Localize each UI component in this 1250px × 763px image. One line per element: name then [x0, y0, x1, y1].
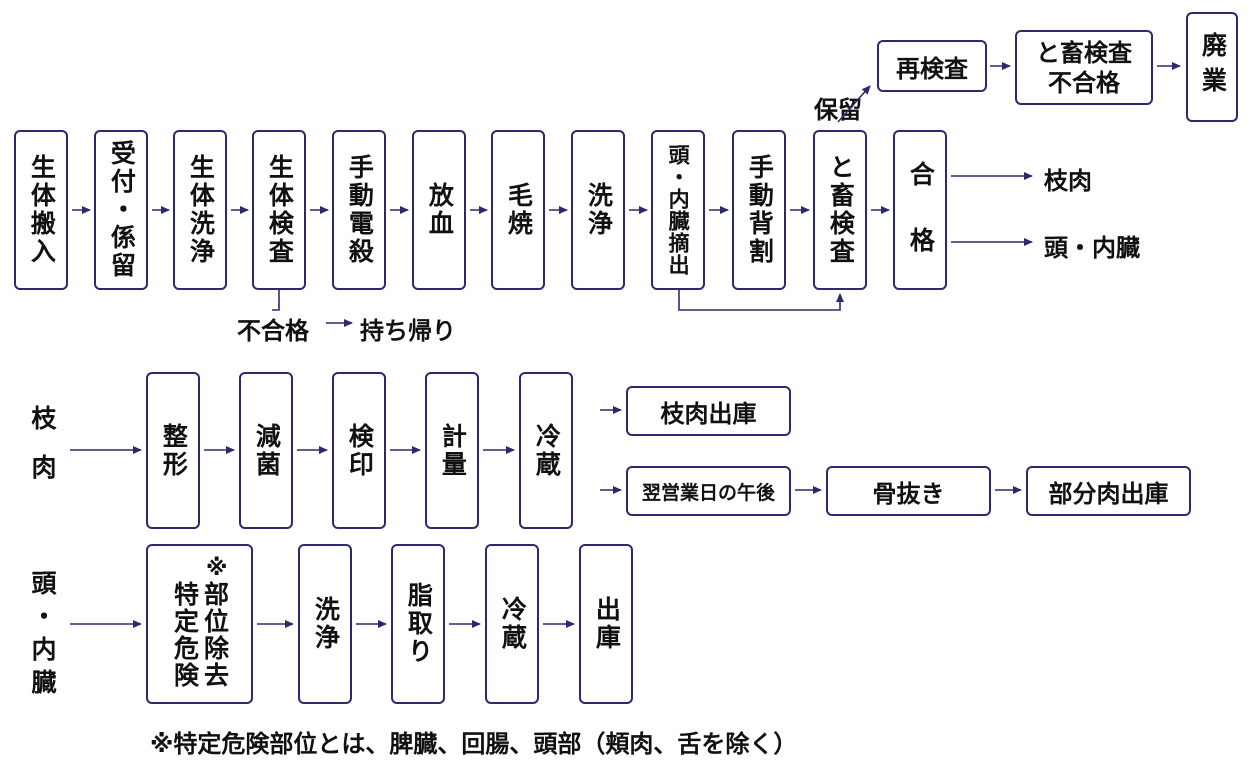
step-label: 計量 [438, 422, 468, 479]
step-label: と畜検査 [826, 154, 856, 266]
step-trimming: 整形 [146, 372, 200, 529]
step-label: 生体検査 [265, 154, 295, 266]
carcass-ship-box: 枝肉出庫 [626, 386, 791, 436]
step-label: 脂取り [404, 582, 434, 666]
disposal-label: 廃業 [1198, 32, 1228, 102]
step-label: 検印 [345, 422, 375, 479]
inspection-fail-label: と畜検査 不合格 [1036, 38, 1132, 97]
step-live-inspection: 生体検査 [252, 130, 306, 290]
step-label: 冷蔵 [532, 422, 562, 479]
arrow [272, 290, 280, 311]
step-refrigeration: 冷蔵 [519, 372, 573, 529]
arrow [678, 290, 844, 311]
srm-removal-box: ※ 部位除去 特定危険 [146, 544, 253, 704]
step-sterilization: 減菌 [239, 372, 293, 529]
take-home-label: 持ち帰り [360, 317, 456, 345]
parts-ship-label: 部分肉出庫 [1048, 479, 1169, 508]
output-carcass-label: 枝肉 [1044, 167, 1092, 195]
step-head-offal-removal: 頭・内臓摘出 [651, 130, 705, 290]
step-label: 減菌 [252, 422, 282, 479]
step-slaughter-inspection: と畜検査 [813, 130, 867, 290]
step-label: 生体洗浄 [186, 154, 216, 266]
output-offal-label: 頭・内臓 [1044, 234, 1140, 262]
step-stamping: 検印 [332, 372, 386, 529]
recheck-label: 再検査 [896, 54, 968, 83]
step-label: 受付・係留 [107, 140, 137, 280]
step-offal-ship: 出庫 [579, 544, 633, 704]
srm-removal-label: 部位除去 特定危険 [170, 581, 230, 689]
step-label: 洗浄 [311, 596, 341, 652]
carcass-row-label: 枝肉 [28, 405, 57, 503]
hold-label: 保留 [814, 96, 862, 124]
step-manual-splitting: 手動背割 [732, 130, 786, 290]
step-live-washing: 生体洗浄 [173, 130, 227, 290]
parts-ship-box: 部分肉出庫 [1026, 466, 1191, 516]
inspection-fail-box: と畜検査 不合格 [1015, 30, 1153, 105]
recheck-box: 再検査 [877, 40, 987, 92]
step-label: 頭・内臓摘出 [666, 144, 691, 276]
step-weighing: 計量 [425, 372, 479, 529]
step-label: 手動電殺 [345, 154, 375, 266]
deboning-label: 骨抜き [872, 479, 945, 508]
carcass-ship-label: 枝肉出庫 [660, 399, 757, 428]
step-label: 手動背割 [745, 154, 775, 266]
step-label: 合 格 [906, 160, 936, 260]
step-bleeding: 放血 [412, 130, 466, 290]
step-label: 出庫 [592, 596, 622, 652]
step-label: 生体搬入 [27, 154, 57, 266]
step-singeing: 毛焼 [491, 130, 545, 290]
offal-row-label: 頭・内臓 [28, 570, 57, 702]
next-day-label: 翌営業日の午後 [641, 481, 775, 504]
step-label: 放血 [425, 182, 455, 238]
fail-label: 不合格 [237, 317, 309, 345]
srm-mark: ※ [206, 556, 228, 581]
step-washing: 洗浄 [571, 130, 625, 290]
step-label: 毛焼 [504, 182, 534, 238]
disposal-box: 廃業 [1186, 12, 1238, 122]
step-fat-removal: 脂取り [391, 544, 445, 704]
next-day-box: 翌営業日の午後 [626, 466, 791, 516]
step-label: 整形 [159, 422, 189, 479]
step-offal-refrigeration: 冷蔵 [485, 544, 539, 704]
footnote: ※特定危険部位とは、脾臓、回腸、頭部（頬肉、舌を除く） [150, 730, 798, 758]
step-label: 冷蔵 [498, 596, 528, 652]
step-pass: 合 格 [893, 130, 947, 290]
step-manual-stunning: 手動電殺 [332, 130, 386, 290]
step-reception-holding: 受付・係留 [94, 130, 148, 290]
step-offal-washing: 洗浄 [298, 544, 352, 704]
step-live-intake: 生体搬入 [14, 130, 68, 290]
deboning-box: 骨抜き [826, 466, 991, 516]
step-label: 洗浄 [584, 182, 614, 238]
